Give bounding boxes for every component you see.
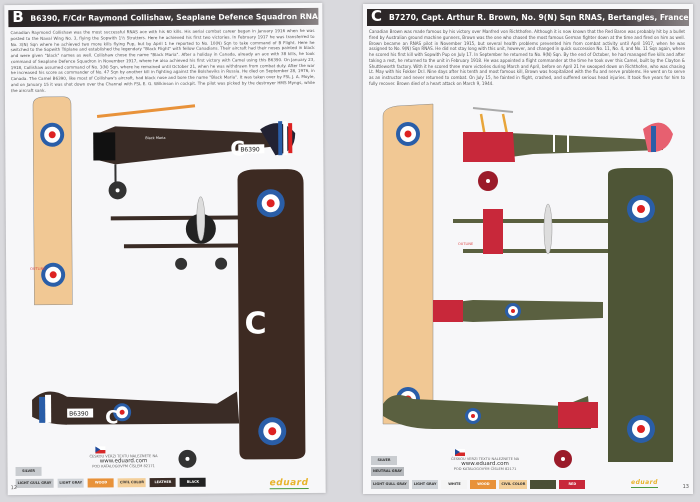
color-swatch: LIGHT GULL GRAY (15, 478, 54, 489)
aircraft-drawings: C B6390 Black Maria C B6390 C (32, 96, 306, 468)
profile-letter: C (371, 9, 383, 25)
top-wing-view (382, 103, 434, 425)
color-swatch: SILVER (15, 466, 42, 477)
bottom-wing-view (608, 168, 673, 462)
profile-history-text: Canadian Brown was made famous by his vi… (369, 29, 685, 86)
side-view-aircraft: C B6390 Black Maria (93, 104, 296, 200)
serial-side: B6390 (240, 146, 260, 153)
color-swatch: WOOD (470, 480, 497, 489)
aircraft-name-side: Black Maria (145, 136, 165, 140)
bottom-wing-view: C (237, 169, 306, 460)
mid-side-view (433, 300, 603, 322)
catalog-note: POD KATALOGOVÝM ČÍSLEM 82171 (453, 467, 517, 471)
profile-title: B7270, Capt. Arthur R. Brown, No. 9(N) S… (389, 13, 689, 22)
color-swatch: LIGHT GRAY (57, 478, 85, 488)
czech-note: ČESKOU VERZI TEXTU NALEZNETE NA (451, 457, 520, 461)
color-swatch: CIVIL COLOR (118, 478, 146, 488)
outline-label: OUTLINE (458, 242, 474, 246)
lower-side-view (383, 395, 598, 468)
instruction-page-right: C B7270, Capt. Arthur R. Brown, No. 9(N) … (363, 4, 693, 494)
color-legend: LIGHT GULL GRAY LIGHT GRAY WOOD CIVIL CO… (15, 477, 206, 489)
color-legend-silver: SILVER (15, 466, 42, 477)
color-legend: LIGHT GULL GRAY LIGHT GRAY WHITE WOOD CI… (371, 480, 586, 489)
eduard-logo: eduard (269, 478, 309, 490)
color-swatch: WOOD (88, 478, 115, 488)
color-swatch: WHITE (441, 480, 468, 489)
aircraft-drawings (382, 103, 673, 468)
color-swatch: NEUTRAL GRAY (371, 467, 404, 476)
lower-side-view: B6390 C (32, 391, 240, 468)
outline-label: OUTLINE (30, 266, 46, 271)
color-swatch: LIGHT GRAY (411, 480, 439, 489)
code-letter-underside: C (244, 306, 266, 341)
color-swatch: CIVIL COLOR (499, 480, 528, 489)
color-swatch: BLACK (179, 477, 206, 487)
color-legend-top: SILVER NEUTRAL GRAY (371, 456, 404, 476)
side-view-aircraft (463, 107, 673, 191)
color-swatch: PC10 (530, 480, 557, 489)
color-swatch: LIGHT GULL GRAY (371, 480, 409, 489)
color-swatch: SILVER (371, 456, 397, 465)
top-wing-view (32, 96, 73, 306)
profile-header: C B7270, Capt. Arthur R. Brown, No. 9(N) … (367, 9, 689, 26)
czech-flag-icon (95, 446, 106, 454)
eduard-logo: eduard (631, 479, 658, 488)
code-letter-lower: C (105, 407, 118, 428)
front-view-aircraft (453, 203, 628, 255)
czech-flag-icon (455, 449, 465, 456)
color-swatch: RED (559, 480, 586, 489)
page-number: 12 (10, 485, 18, 492)
code-letter-side: C (230, 136, 245, 160)
page-number: 13 (682, 484, 689, 490)
catalog-note: POD KATALOGOVÝM ČÍSLEM 82171 (92, 464, 155, 469)
website-url[interactable]: www.eduard.com (461, 461, 509, 467)
color-swatch: LEATHER (149, 477, 176, 488)
serial-lower: B6390 (69, 411, 89, 418)
